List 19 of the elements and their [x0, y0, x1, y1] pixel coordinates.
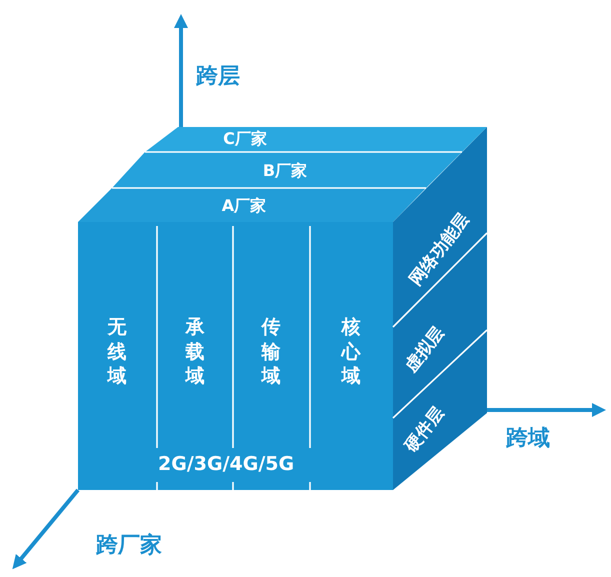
axis-label: 跨域: [506, 428, 550, 450]
band-label: 硬件层: [402, 404, 448, 456]
vendor-band: [78, 188, 426, 222]
vendor-band: [145, 127, 487, 152]
domain-column: [310, 222, 393, 490]
band-label: 核心域: [342, 314, 360, 390]
band-label: A厂家: [222, 198, 266, 214]
axis-label: 跨层: [196, 66, 240, 88]
domain-column: [78, 222, 157, 490]
band-label: 传输域: [262, 314, 280, 390]
band-label: B厂家: [262, 163, 308, 179]
layer-band: [393, 127, 487, 327]
band-label: 虚拟层: [402, 324, 448, 376]
band-label: 无线域: [108, 314, 126, 390]
band-label: 2G/3G/4G/5G: [158, 455, 294, 474]
band-label: 网络功能层: [407, 211, 473, 289]
axis-label: 跨厂家: [96, 535, 162, 557]
band-label: 承载域: [186, 314, 204, 390]
band-label: C厂家: [223, 131, 267, 147]
